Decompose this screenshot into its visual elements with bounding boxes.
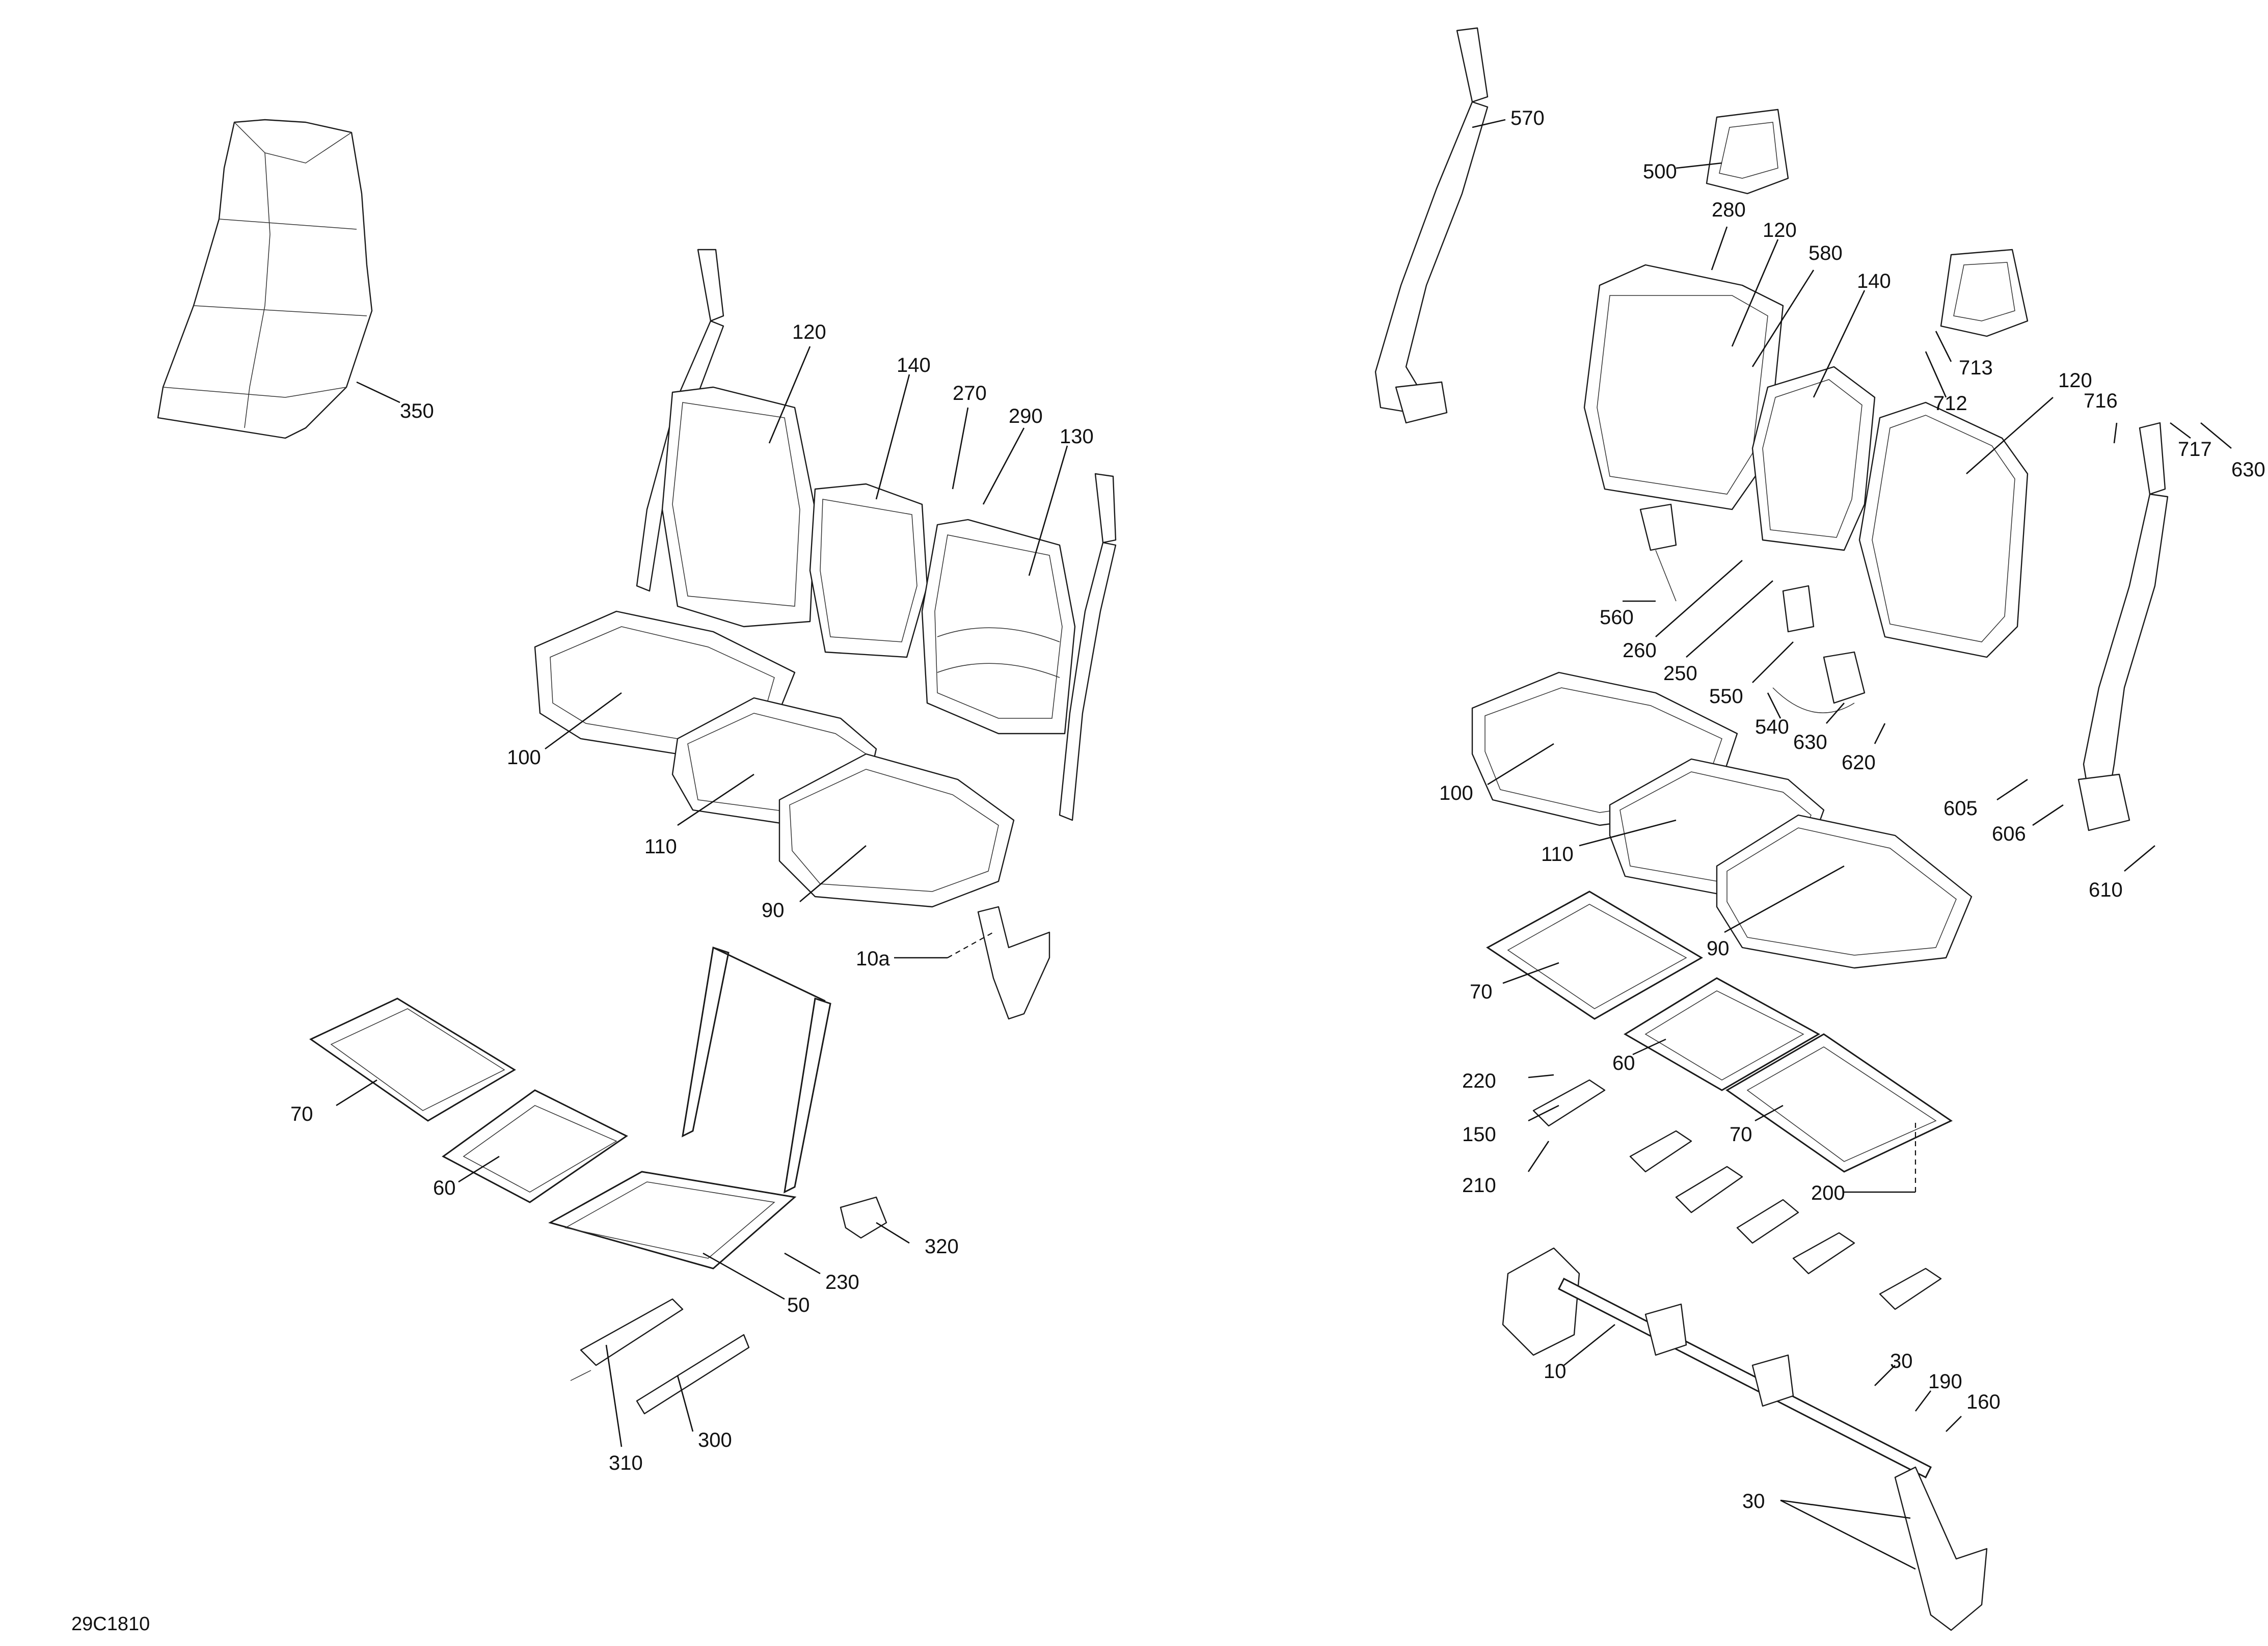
callouts-left: 350 120 140 270 290 130 100 110 90 10a 7… [290, 321, 1094, 1474]
callout-560: 560 [1600, 606, 1634, 629]
callout-60: 60 [433, 1177, 456, 1199]
callout-500: 500 [1643, 160, 1677, 183]
seat-back-120-right-a [1583, 264, 1784, 510]
seat-back-120-right-b [1858, 401, 2029, 658]
callout-610: 610 [2089, 879, 2123, 901]
callout-260: 260 [1623, 639, 1657, 662]
callout-60r: 60 [1612, 1052, 1635, 1074]
callouts-right: 570 500 280 120 580 140 713 712 120 716 … [1439, 107, 2265, 1513]
slide-frame-70-right-a [1486, 891, 1703, 1020]
bar-300 [636, 1334, 750, 1415]
seat-back-120-left [661, 386, 816, 628]
callout-580: 580 [1808, 242, 1843, 264]
callout-290: 290 [1009, 405, 1043, 427]
slide-rail-150 [1532, 1079, 1606, 1127]
callout-712: 712 [1933, 392, 1967, 415]
slide-rails-200-group [1629, 1130, 1942, 1310]
callout-605: 605 [1943, 797, 1978, 820]
headrest-500 [1706, 109, 1789, 195]
callout-110: 110 [644, 835, 677, 858]
callout-630: 630 [2231, 458, 2265, 481]
callout-150: 150 [1462, 1123, 1496, 1146]
callout-220: 220 [1462, 1070, 1496, 1092]
callout-717: 717 [2178, 438, 2212, 461]
callout-200: 200 [1811, 1182, 1845, 1204]
callout-110r: 110 [1541, 843, 1574, 866]
callout-160: 160 [1966, 1391, 2001, 1413]
buckle-550 [1782, 585, 1815, 633]
callout-30b: 30 [1742, 1490, 1765, 1513]
callout-250: 250 [1663, 662, 1697, 685]
callout-90: 90 [762, 899, 785, 922]
callout-350: 350 [400, 400, 434, 422]
seat-back-cover-350 [157, 119, 373, 439]
callout-270: 270 [953, 382, 987, 404]
buckle-540 [1772, 651, 1866, 713]
callout-230: 230 [825, 1271, 859, 1293]
slide-frame-70-right-b [1725, 1033, 1953, 1173]
callout-320: 320 [925, 1235, 959, 1258]
callout-120: 120 [1763, 219, 1797, 241]
callout-100r: 100 [1439, 782, 1473, 804]
callout-310: 310 [609, 1452, 643, 1474]
slide-frame-60-right [1624, 977, 1821, 1091]
callout-280: 280 [1712, 199, 1746, 221]
callout-190: 190 [1928, 1370, 1962, 1393]
callout-210: 210 [1462, 1174, 1496, 1197]
seat-belt-570 [1374, 27, 1489, 424]
callout-630b: 630 [1793, 731, 1827, 753]
callout-140: 140 [1857, 270, 1891, 292]
callout-140: 140 [897, 354, 931, 376]
callout-90r: 90 [1707, 937, 1730, 960]
seat-back-130-left [921, 519, 1076, 735]
bracket-320 [840, 1196, 887, 1239]
callout-70r2: 70 [1730, 1123, 1752, 1146]
callout-100: 100 [507, 746, 541, 769]
callout-713: 713 [1959, 357, 1993, 379]
callout-540: 540 [1755, 716, 1789, 738]
callout-70r: 70 [1470, 981, 1493, 1003]
seat-cushion-90-right [1716, 814, 1973, 969]
seat-back-140-left [809, 483, 928, 658]
callout-620: 620 [1842, 751, 1876, 774]
slide-frame-60-left [442, 1089, 628, 1203]
leader-lines [336, 119, 2232, 1570]
callout-550: 550 [1709, 685, 1743, 708]
slide-frame-70-left [309, 997, 516, 1122]
seat-back-140-right [1751, 366, 1876, 551]
callout-606: 606 [1992, 823, 2026, 845]
callout-120b: 120 [2058, 369, 2092, 392]
buckle-560 [1639, 503, 1677, 602]
base-frame-10 [1502, 1247, 1988, 1631]
left-outer-seat-belt [636, 249, 724, 592]
seat-belt-right-outer [2077, 422, 2169, 831]
callout-130: 130 [1060, 425, 1094, 448]
drawing-reference: 29C1810 [71, 1613, 150, 1635]
callout-300: 300 [698, 1429, 732, 1451]
callout-70: 70 [290, 1103, 313, 1125]
latch-310 [570, 1298, 684, 1381]
headrest-713 [1940, 249, 2029, 337]
callout-120: 120 [792, 321, 826, 343]
left-right-seat-belt [1059, 473, 1117, 821]
callout-30: 30 [1890, 1350, 1913, 1372]
callout-570: 570 [1510, 107, 1545, 129]
callout-10: 10 [1544, 1360, 1567, 1383]
callout-716: 716 [2084, 390, 2118, 412]
seat-frame-50-left [548, 947, 831, 1270]
callout-50: 50 [787, 1294, 810, 1316]
callout-10a: 10a [856, 948, 890, 970]
mount-bracket-left [977, 906, 1050, 1020]
